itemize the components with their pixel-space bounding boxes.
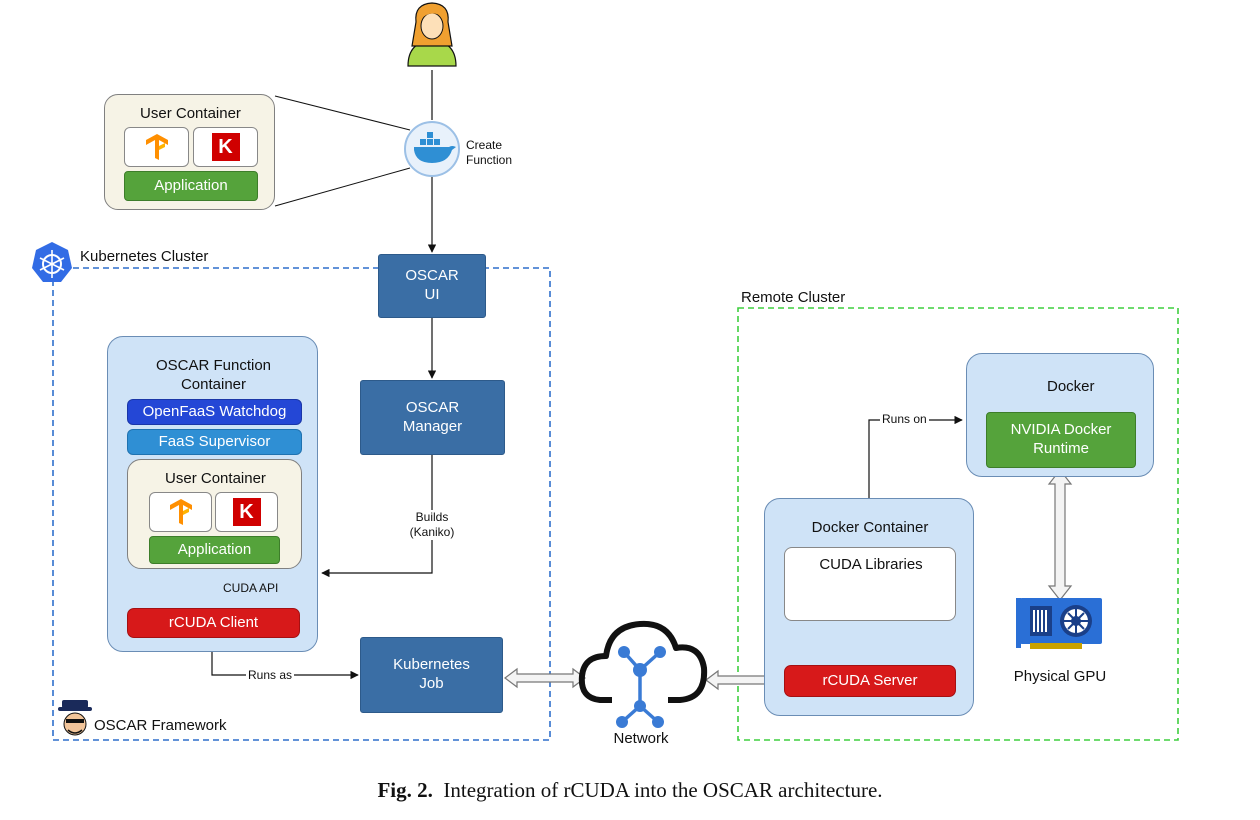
function-container-title: OSCAR Function Container [155, 357, 272, 393]
remote-cluster-label: Remote Cluster [741, 289, 846, 306]
keras-icon: K [232, 498, 261, 526]
openfaas-watchdog: OpenFaaS Watchdog [127, 399, 302, 425]
docker-box: Docker NVIDIA Docker Runtime [966, 353, 1154, 477]
tensorflow-tile [124, 127, 189, 167]
remote-cluster-frame [737, 307, 1179, 741]
kubernetes-job-box: Kubernetes Job [360, 637, 503, 713]
oscar-framework-label: OSCAR Framework [94, 717, 227, 734]
keras-tile: K [193, 127, 258, 167]
job-network-double-arrow [504, 667, 586, 689]
tensorflow-icon [169, 499, 192, 525]
keras-icon: K [211, 133, 240, 161]
cuda-libraries-label: CUDA Libraries [819, 556, 923, 573]
user-avatar-icon [407, 2, 457, 67]
rcuda-client: rCUDA Client [127, 608, 300, 638]
kubernetes-icon [32, 242, 72, 282]
application-top: Application [124, 171, 258, 201]
oscar-manager-box: OSCAR Manager [360, 380, 505, 455]
docker-container: Docker Container CUDA Libraries rCUDA Se… [764, 498, 974, 716]
caption-text: Integration of rCUDA into the OSCAR arch… [443, 778, 883, 802]
user-container-inner-title: User Container [165, 470, 266, 487]
network-cloud-icon [578, 620, 708, 728]
tensorflow-icon [145, 134, 168, 160]
keras-tile-inner: K [215, 492, 278, 532]
docker-container-title: Docker Container [811, 519, 929, 536]
physical-gpu-label: Physical GPU [1013, 668, 1107, 685]
figure-caption: Fig. 2. Integration of rCUDA into the OS… [0, 778, 1260, 803]
zoom-line-bottom [274, 167, 411, 207]
zoom-line-top [274, 95, 411, 131]
kubernetes-cluster-frame [52, 267, 551, 741]
runs-on-arrow [868, 415, 963, 498]
runtime-gpu-double-arrow [1047, 469, 1073, 601]
user-container-top: User Container K Application [104, 94, 275, 210]
rcuda-server: rCUDA Server [784, 665, 956, 697]
runs-as-arrow [211, 652, 359, 680]
docker-create-icon [404, 121, 460, 177]
user-container-inner: User Container K Application [127, 459, 302, 569]
runs-on-label: Runs on [880, 412, 929, 426]
faas-supervisor: FaaS Supervisor [127, 429, 302, 455]
kubernetes-cluster-label: Kubernetes Cluster [80, 248, 209, 265]
create-function-label: Create Function [466, 138, 513, 167]
oscar-function-container: OSCAR Function Container OpenFaaS Watchd… [107, 336, 318, 652]
oscar-mascot-icon [58, 700, 92, 736]
network-label: Network [613, 730, 669, 747]
application-inner: Application [149, 536, 280, 564]
builds-label: Builds (Kaniko) [402, 510, 462, 540]
nvidia-docker-runtime: NVIDIA Docker Runtime [986, 412, 1136, 468]
builds-arrow [321, 455, 433, 578]
docker-label: Docker [1047, 378, 1095, 395]
caption-figure-number: Fig. 2. [377, 778, 433, 802]
cuda-api-label: CUDA API [223, 581, 279, 595]
cuda-libraries-box: CUDA Libraries [784, 547, 956, 621]
runs-as-label: Runs as [246, 668, 295, 682]
oscar-ui-box: OSCAR UI [378, 254, 486, 318]
tensorflow-tile-inner [149, 492, 212, 532]
gpu-icon [1016, 598, 1102, 649]
user-container-top-title: User Container [140, 105, 241, 122]
